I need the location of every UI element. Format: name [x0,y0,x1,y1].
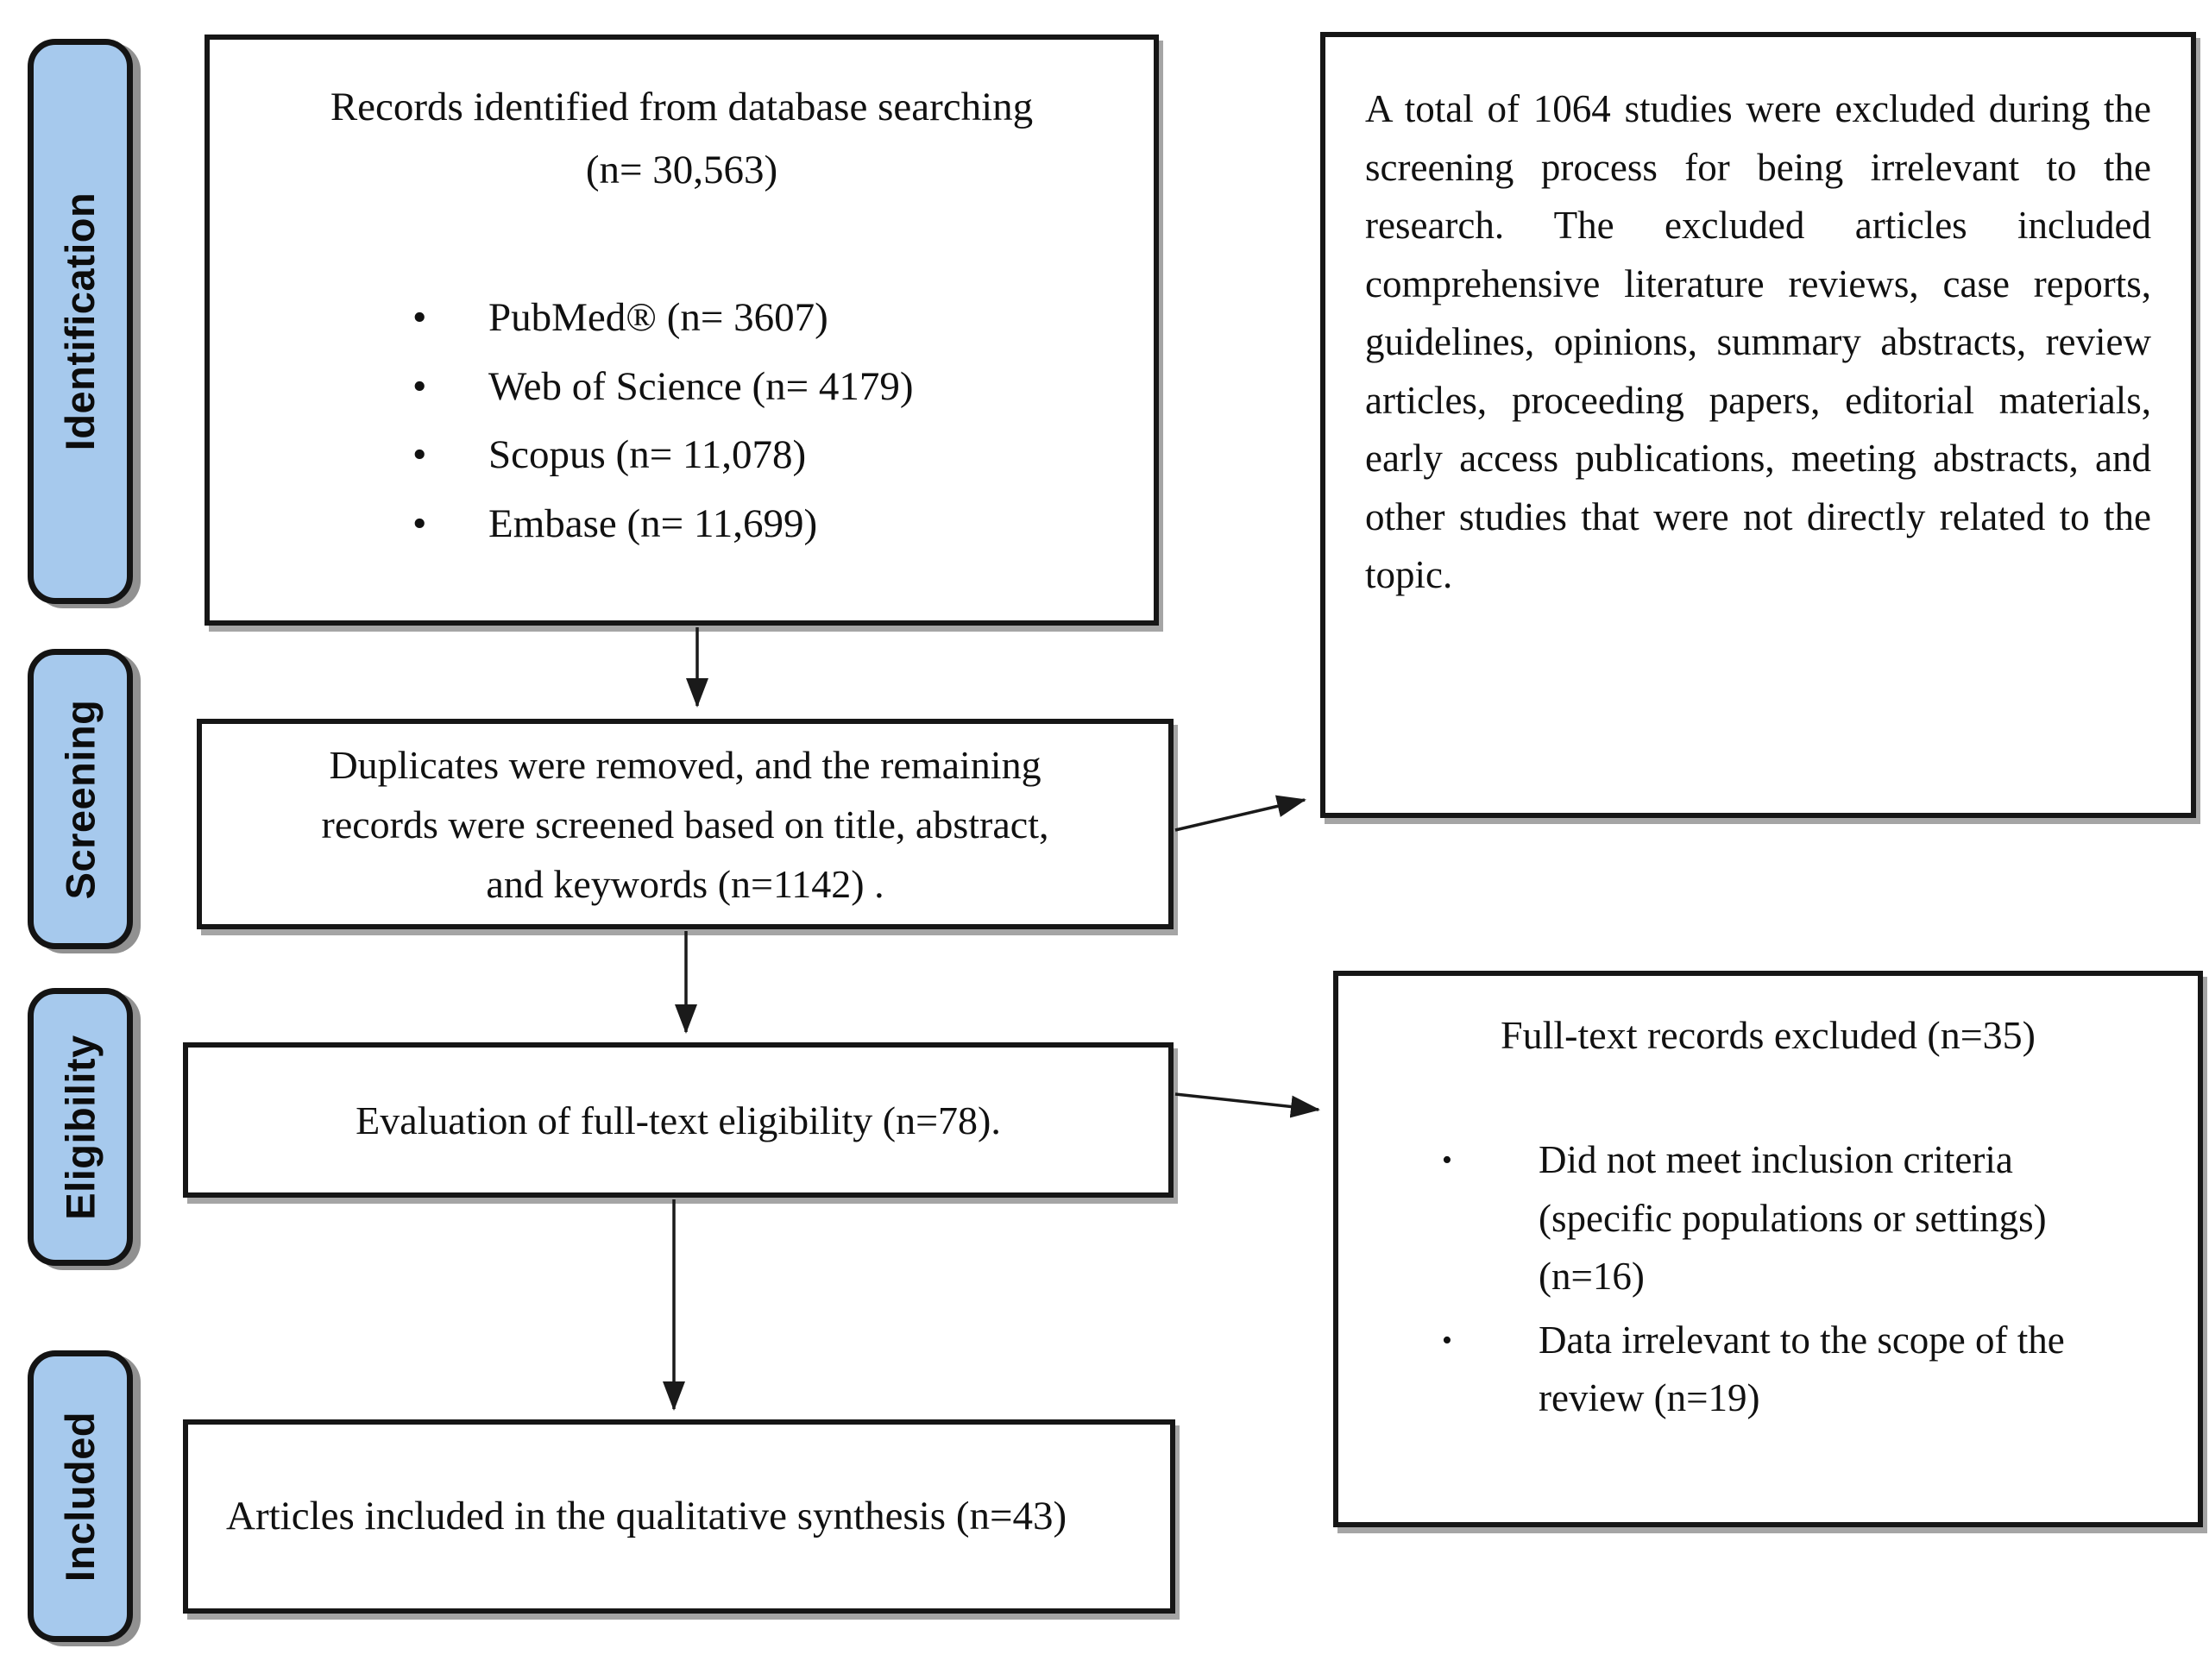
included-box: Articles included in the qualitative syn… [183,1419,1175,1614]
stage-eligibility: Eligibility [28,988,133,1266]
stage-included: Included [28,1350,133,1642]
screening-text: Duplicates were removed, and the remaini… [321,742,1049,906]
screening-excluded-box: A total of 1064 studies were excluded du… [1320,32,2196,818]
database-pubmed: PubMed® (n= 3607) [488,294,828,340]
stage-screening: Screening [28,649,133,949]
bullet-icon [412,284,488,353]
list-item: Data irrelevant to the scope of the revi… [1442,1312,2198,1428]
list-item: Web of Science (n= 4179) [412,353,1154,422]
database-list: PubMed® (n= 3607) Web of Science (n= 417… [412,284,1154,560]
bullet-icon [412,490,488,559]
stage-label-eligibility: Eligibility [57,1034,104,1220]
fulltext-excluded-box: Full-text records excluded (n=35) Did no… [1333,971,2203,1527]
bullet-icon [1442,1131,1539,1306]
records-title: Records identified from database searchi… [330,85,1034,129]
bullet-icon [412,353,488,422]
stage-label-included: Included [57,1411,104,1582]
arrow-eligibility-to-fulltext-excluded [1174,1092,1320,1118]
records-identified-box: Records identified from database searchi… [205,35,1159,626]
stage-label-screening: Screening [57,699,104,899]
database-web-of-science: Web of Science (n= 4179) [488,363,914,409]
list-item: Did not meet inclusion criteria (specifi… [1442,1131,2198,1306]
database-embase: Embase (n= 11,699) [488,501,818,547]
list-item: Scopus (n= 11,078) [412,421,1154,490]
database-scopus: Scopus (n= 11,078) [488,432,807,478]
list-item: Embase (n= 11,699) [412,490,1154,559]
arrow-screening-to-excluded-note [1174,795,1306,832]
fulltext-excluded-title: Full-text records excluded (n=35) [1501,1013,2036,1057]
fulltext-exclusion-list: Did not meet inclusion criteria (specifi… [1442,1131,2198,1428]
exclusion-reason-inclusion-criteria: Did not meet inclusion criteria (specifi… [1539,1138,2047,1298]
bullet-icon [1442,1312,1539,1428]
exclusion-reason-irrelevant-data: Data irrelevant to the scope of the revi… [1539,1318,2065,1420]
records-count: (n= 30,563) [585,147,778,192]
stage-label-identification: Identification [57,192,104,451]
screening-box: Duplicates were removed, and the remaini… [197,719,1174,929]
included-text: Articles included in the qualitative syn… [226,1493,1067,1538]
eligibility-text: Evaluation of full-text eligibility (n=7… [356,1098,1001,1142]
stage-identification: Identification [28,39,133,604]
eligibility-box: Evaluation of full-text eligibility (n=7… [183,1042,1174,1198]
bullet-icon [412,421,488,490]
screening-excluded-text: A total of 1064 studies were excluded du… [1365,87,2151,596]
list-item: PubMed® (n= 3607) [412,284,1154,353]
